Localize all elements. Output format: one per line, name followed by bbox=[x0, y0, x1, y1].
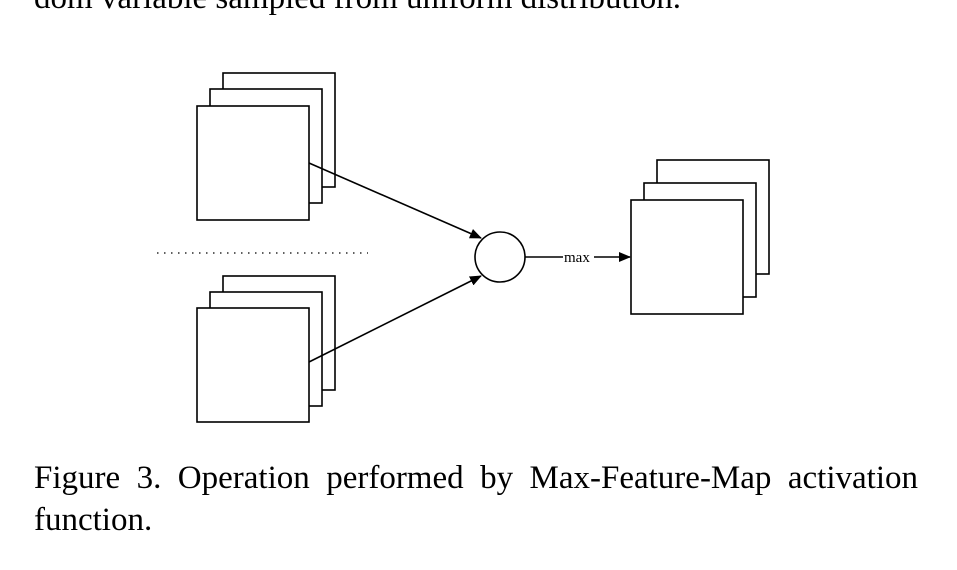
arrow-bottom-to-operator bbox=[308, 275, 482, 363]
feature-map-front bbox=[196, 105, 310, 221]
previous-paragraph-line: dom variable sampled from uniform distri… bbox=[34, 0, 681, 18]
arrow-top-to-operator bbox=[308, 162, 482, 239]
feature-map-front bbox=[630, 199, 744, 315]
max-operator-node bbox=[474, 231, 526, 283]
max-label: max bbox=[564, 250, 590, 266]
output-stack bbox=[630, 159, 770, 315]
feature-map-front bbox=[196, 307, 310, 423]
input-stack-bottom bbox=[196, 275, 336, 423]
input-stack-top bbox=[196, 72, 336, 221]
figure-caption: Figure 3. Operation performed by Max-Fea… bbox=[34, 460, 918, 538]
